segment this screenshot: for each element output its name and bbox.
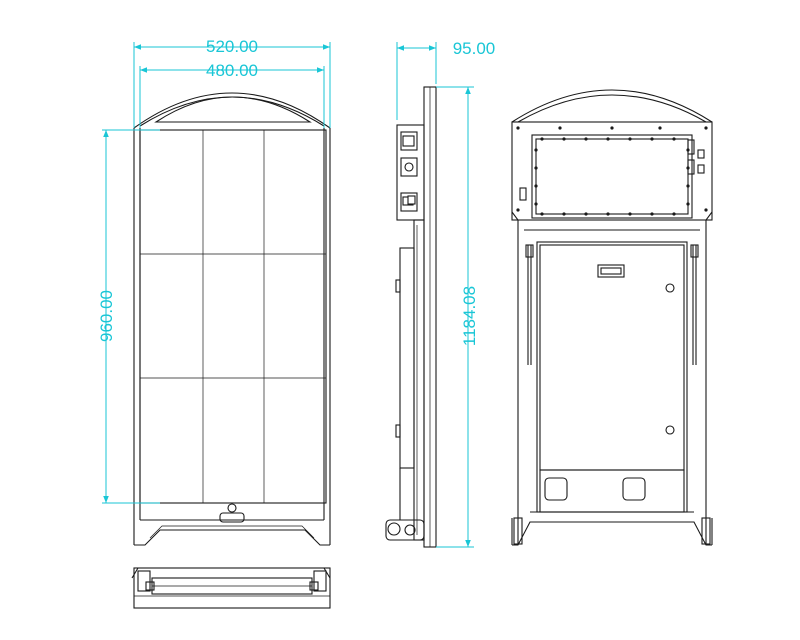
screw-dot: [516, 208, 520, 212]
screw-dot: [650, 212, 654, 216]
screw-dot: [672, 137, 676, 141]
screw-dot: [686, 148, 690, 152]
screw-dot: [534, 166, 538, 170]
bottom-view: [131, 567, 331, 609]
screen-height-label: 960.00: [97, 290, 116, 342]
front-view: [133, 92, 331, 546]
screw-dot: [704, 208, 708, 212]
screw-dot: [534, 202, 538, 206]
screw-dot: [534, 148, 538, 152]
side-view: [385, 86, 437, 548]
screw-dot: [540, 137, 544, 141]
screw-dot: [686, 166, 690, 170]
screw-dot: [540, 212, 544, 216]
front-dimensions: 520.00 480.00 960.00: [97, 37, 331, 504]
screw-dot: [516, 126, 520, 130]
screen-width-label: 480.00: [206, 61, 258, 80]
screw-dot: [686, 184, 690, 188]
screw-dot: [606, 212, 610, 216]
screw-dot: [628, 137, 632, 141]
screw-dot: [686, 202, 690, 206]
screw-dot: [584, 212, 588, 216]
side-dimensions: 95.00 1184.08: [396, 39, 496, 548]
screw-dot: [558, 126, 562, 130]
screw-dot: [704, 126, 708, 130]
screw-dot: [628, 212, 632, 216]
screw-dot: [650, 137, 654, 141]
screw-dots: [516, 126, 708, 216]
back-view: [511, 89, 713, 546]
screw-dot: [534, 184, 538, 188]
overall-height-label: 1184.08: [460, 286, 479, 346]
screw-dot: [658, 126, 662, 130]
screw-dot: [562, 212, 566, 216]
depth-label: 95.00: [453, 39, 496, 58]
screw-dot: [562, 137, 566, 141]
overall-width-label: 520.00: [206, 37, 258, 56]
screw-dot: [584, 137, 588, 141]
screw-dot: [606, 137, 610, 141]
screw-dot: [672, 212, 676, 216]
screw-dot: [610, 126, 614, 130]
